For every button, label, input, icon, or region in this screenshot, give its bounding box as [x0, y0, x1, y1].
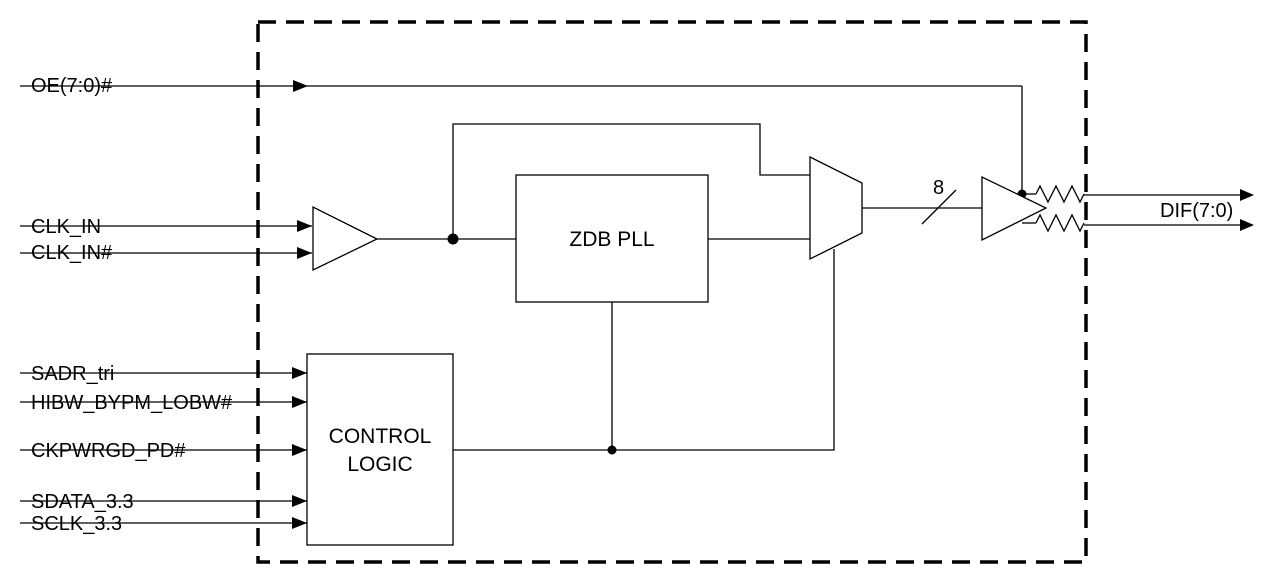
output-mux [809, 155, 863, 261]
clk-in-n-arrow [297, 247, 312, 259]
sclk-arrow [292, 517, 307, 529]
sadr-arrow [292, 367, 307, 379]
bus-slash [921, 189, 957, 225]
resistor-bottom [1035, 213, 1085, 233]
clk-in-arrow [297, 220, 312, 232]
pin-label-hibw: HIBW_BYPM_LOBW# [31, 392, 233, 414]
output-driver [981, 175, 1048, 242]
device-boundary [256, 20, 1088, 564]
zdb-pll-block [515, 174, 709, 303]
zdb-pll-label: ZDB PLL [569, 228, 654, 251]
bus-width-label: 8 [933, 177, 944, 199]
dif-out-arrow-bottom [1240, 219, 1254, 231]
pin-label-sdata: SDATA_3.3 [31, 491, 134, 513]
resistor-top [1035, 184, 1085, 204]
pin-label-ckpwrgd: CKPWRGD_PD# [31, 440, 186, 462]
hibw-arrow [292, 396, 307, 408]
pin-label-clk-in: CLK_IN [31, 216, 101, 238]
control-logic-label-line1: CONTROL [329, 425, 432, 448]
sdata-arrow [292, 495, 307, 507]
dif-output-label: DIF(7:0) [1160, 200, 1233, 222]
dif-out-arrow-top [1240, 189, 1254, 201]
control-logic-label-line2: LOGIC [347, 453, 412, 476]
control-output-wire [453, 249, 835, 451]
input-buffer [312, 205, 379, 272]
pin-label-sadr: SADR_tri [31, 363, 114, 385]
control-junction-dot [607, 445, 617, 455]
control-logic-block [306, 353, 454, 546]
bypass-wire [452, 123, 810, 239]
oe-arrow [293, 80, 308, 92]
pin-label-sclk: SCLK_3.3 [31, 513, 122, 535]
ckpwrgd-arrow [292, 444, 307, 456]
